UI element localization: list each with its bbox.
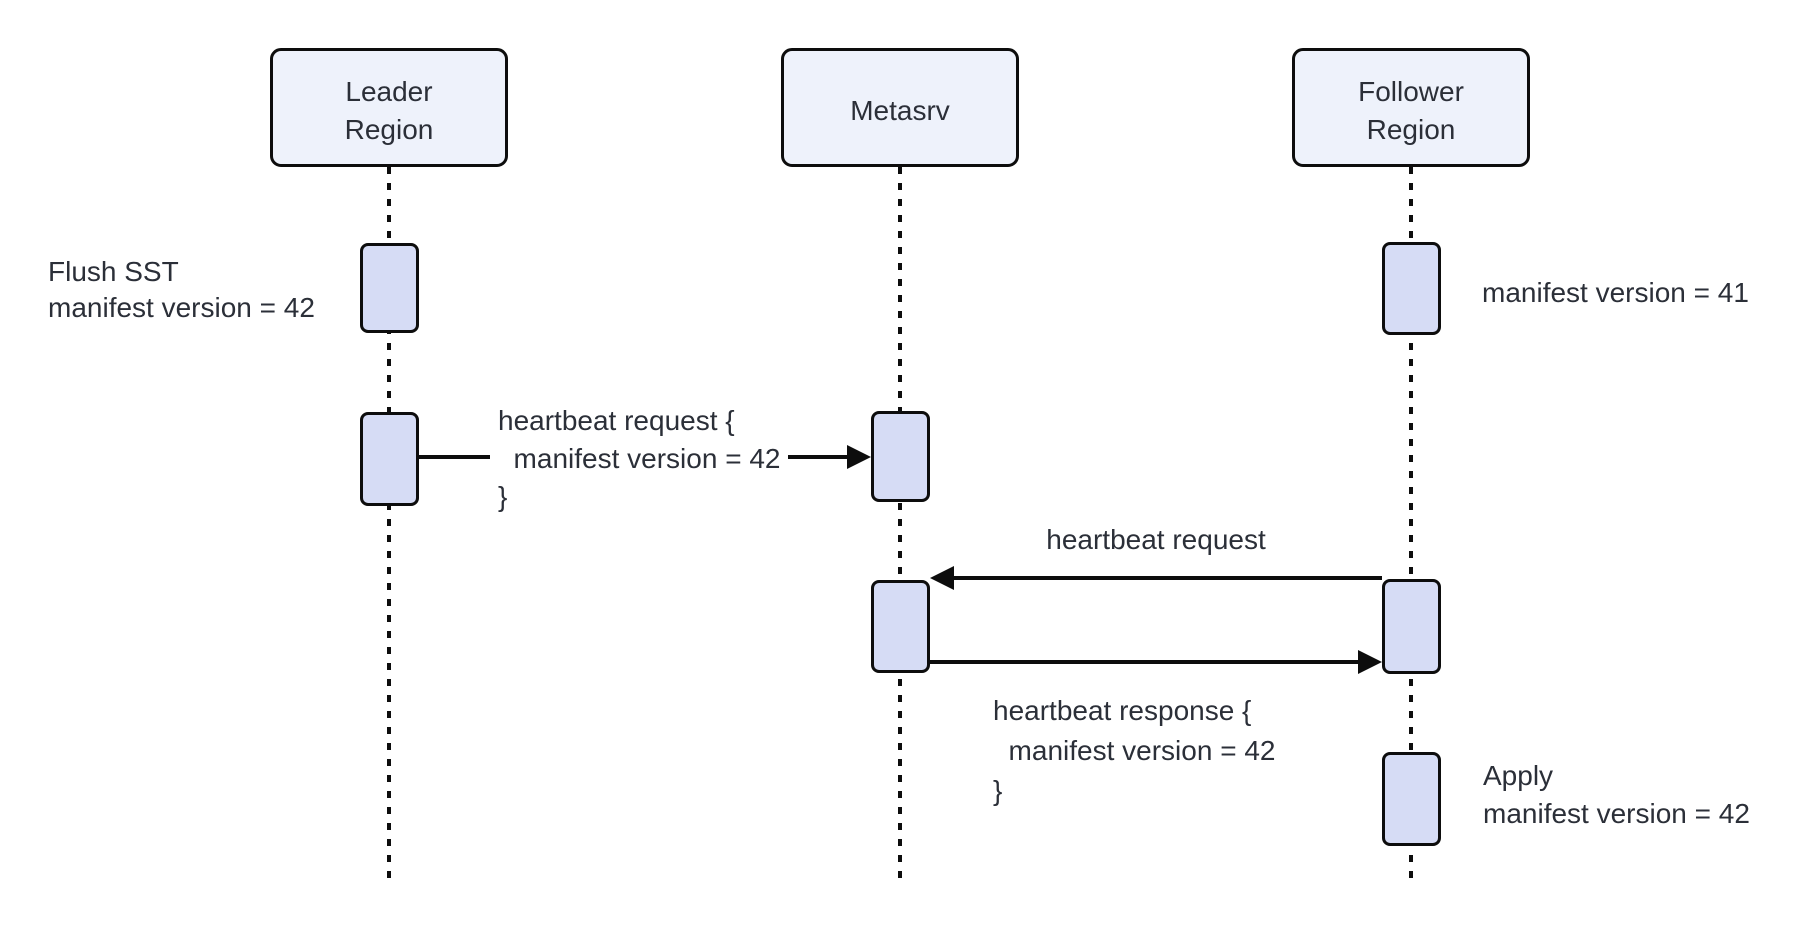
activation-metasrv-recv-leader (871, 411, 930, 502)
participant-label: Follower Region (1358, 75, 1464, 145)
lifeline-follower-region (1409, 167, 1413, 880)
arrowhead-right (1358, 650, 1382, 674)
participant-label: Leader Region (344, 75, 434, 145)
note-apply-manifest-version-42: Apply manifest version = 42 (1483, 760, 1750, 829)
activation-follower-v41 (1382, 242, 1441, 335)
participant-follower-region: Follower Region (1292, 48, 1530, 167)
activation-leader-flush (360, 243, 419, 333)
message-line-follower-to-metasrv (950, 576, 1382, 580)
activation-metasrv-recv-follower (871, 580, 930, 673)
activation-follower-apply (1382, 752, 1441, 846)
message-line-metasrv-to-follower (930, 660, 1360, 664)
message-label-heartbeat-response: heartbeat response { manifest version = … (985, 691, 1284, 811)
participant-leader-region: Leader Region (270, 48, 508, 167)
note-flush-sst: Flush SST manifest version = 42 (48, 256, 315, 323)
participant-metasrv: Metasrv (781, 48, 1019, 167)
arrowhead-left (930, 566, 954, 590)
message-label-heartbeat-request: heartbeat request (1046, 524, 1266, 555)
activation-leader-heartbeat (360, 412, 419, 506)
arrowhead-right (847, 445, 871, 469)
message-label-heartbeat-request-42: heartbeat request { manifest version = 4… (490, 402, 789, 516)
participant-label: Metasrv (850, 94, 950, 126)
note-manifest-version-41: manifest version = 41 (1482, 277, 1749, 308)
lifeline-metasrv (898, 167, 902, 880)
activation-follower-heartbeat (1382, 579, 1441, 674)
lifeline-leader-region (387, 167, 391, 880)
